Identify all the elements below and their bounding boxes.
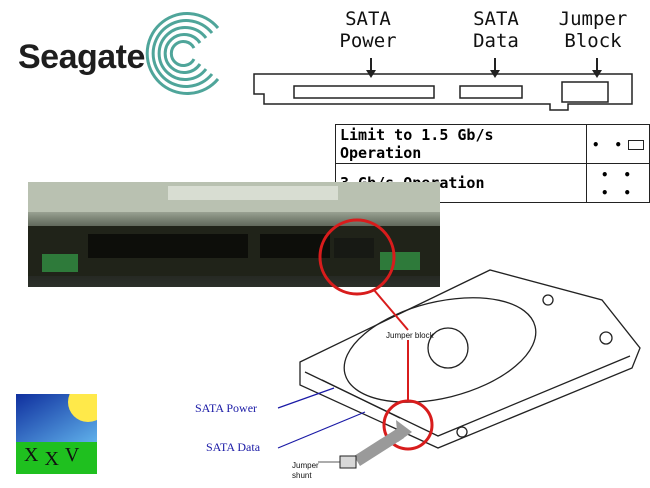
jumper-setting-label: Limit to 1.5 Gb/s Operation [335, 124, 587, 164]
sata-data-label: SATA Data [473, 8, 519, 52]
sata-power-label: SATA Power [339, 8, 397, 52]
table-row: Limit to 1.5 Gb/s Operation • • [335, 124, 650, 164]
jumper-block-label: Jumper Block [558, 8, 628, 52]
photo-highlight-circle [318, 218, 396, 296]
jumper-pins: • • [586, 124, 650, 164]
sata-data-caption: SATA Data [206, 440, 261, 454]
jumper-block-caption: Jumper block [386, 331, 434, 340]
logo-letters: XXV [24, 444, 86, 470]
brand-name: Seagate [18, 38, 145, 76]
connector-outline-diagram [253, 58, 633, 111]
seagate-swirl-icon [145, 12, 220, 95]
connector-leader [373, 289, 409, 331]
jumper-shunt-caption: Jumper shunt [292, 461, 319, 480]
photo-illustration [28, 182, 440, 276]
jumper-shunt-icon [339, 455, 357, 469]
sata-power-caption: SATA Power [195, 401, 258, 415]
shunt-icon [627, 139, 644, 150]
jumper-pins: • • • • [586, 163, 650, 203]
corner-logo: XXV [16, 382, 108, 474]
drive-connector-photo [28, 182, 440, 287]
insert-arrow-icon [354, 428, 404, 466]
